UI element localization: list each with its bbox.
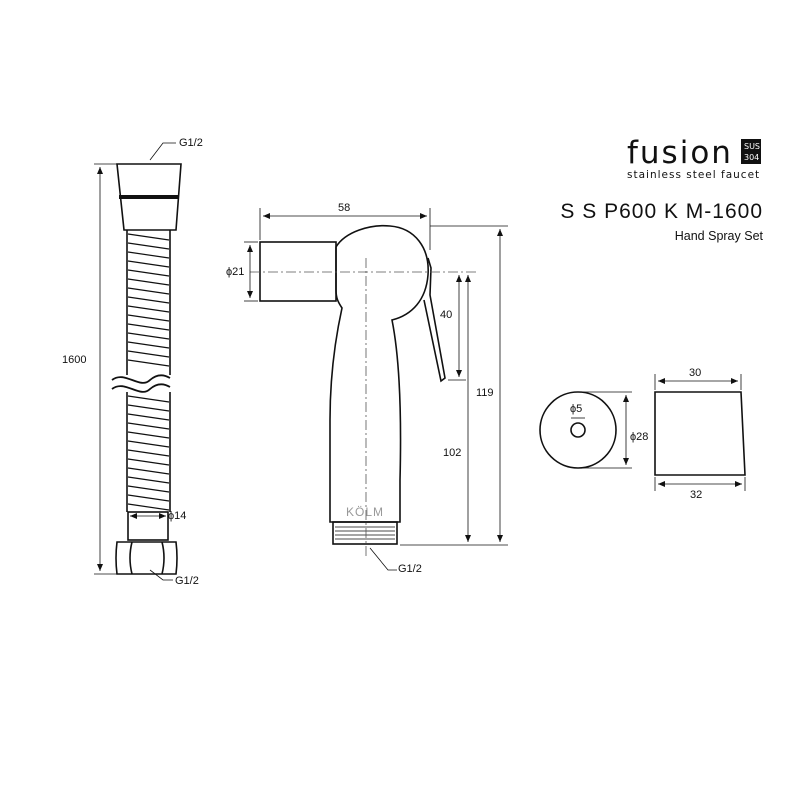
- inlet-diameter-label: ϕ21: [226, 266, 244, 278]
- holder-drawing: ϕ5 ϕ28 30 32: [539, 367, 746, 501]
- hose-top-nut: [116, 163, 182, 231]
- hose-helix-stripe: [127, 341, 170, 349]
- hose-helix-stripe: [127, 431, 170, 439]
- hose-helix-stripe: [127, 314, 170, 322]
- hose-helix-stripe: [127, 278, 170, 286]
- holder-diameter-label: ϕ28: [630, 431, 648, 443]
- hose-helix-stripe: [127, 242, 170, 250]
- hose-helix-stripe: [127, 260, 170, 268]
- spray-thread: [332, 521, 398, 545]
- hose-helix-stripe: [127, 350, 170, 358]
- product-name: Hand Spray Set: [675, 229, 764, 243]
- hose-helix-stripe: [127, 485, 170, 493]
- spray-thread-lines: [335, 526, 395, 540]
- hose-helix-stripe: [127, 269, 170, 277]
- hose-top-thread-label: G1/2: [179, 137, 203, 149]
- spray-head-drawing: KÖLM 58 ϕ21 40 102 119 G1/2: [226, 202, 508, 575]
- hose-tube-upper: [126, 230, 171, 375]
- hose-helix-stripe: [127, 467, 170, 475]
- hose-helix-stripe: [127, 305, 170, 313]
- handle-height-label: 102: [443, 447, 461, 459]
- holder-top-width-label: 30: [689, 367, 701, 379]
- hole-diameter-label: ϕ5: [570, 403, 582, 415]
- spray-thread-leader: [369, 547, 397, 571]
- hose-helix-stripe: [127, 332, 170, 340]
- hose-bottom-leader: [149, 569, 173, 581]
- hose-helix-stripe: [127, 413, 170, 421]
- hose-tube-lower: [126, 392, 171, 512]
- holder-hole: [570, 422, 586, 438]
- brand-tagline: stainless steel faucet: [627, 169, 760, 181]
- spray-inlet: [259, 241, 337, 302]
- hose-helix-stripe: [127, 233, 170, 241]
- hose-helix-upper: [127, 233, 170, 367]
- spray-maker-mark: KÖLM: [346, 505, 384, 519]
- hose-helix-stripe: [127, 440, 170, 448]
- lever-height-label: 40: [440, 309, 452, 321]
- spray-body-outline: [329, 224, 429, 523]
- holder-bottom-width-label: 32: [690, 489, 702, 501]
- hose-helix-stripe: [127, 359, 170, 367]
- hose-helix-stripe: [127, 476, 170, 484]
- badge-bottom-text: 304: [744, 153, 759, 162]
- total-height-label: 119: [476, 387, 494, 399]
- spray-thread-label: G1/2: [398, 563, 422, 575]
- hose-bottom-thread-label: G1/2: [175, 575, 199, 587]
- hose-helix-stripe: [127, 458, 170, 466]
- hose-length-label: 1600: [62, 354, 86, 366]
- spray-width-label: 58: [338, 202, 350, 214]
- hose-collar: [127, 511, 169, 541]
- hose-helix-stripe: [127, 251, 170, 259]
- sus304-badge: [741, 139, 761, 164]
- hose-diameter-label: ϕ14: [168, 510, 186, 522]
- badge-top-text: SUS: [744, 142, 760, 151]
- hose-helix-stripe: [127, 395, 170, 403]
- hose-top-leader: [149, 142, 176, 161]
- hose-break-line-top: [111, 374, 171, 384]
- brand-name: fusion: [627, 135, 733, 171]
- spray-lever: [423, 257, 446, 383]
- hose-bottom-nut: [115, 541, 178, 575]
- hose-break-line-bottom: [111, 383, 171, 393]
- brand-block: fusion SUS 304 stainless steel faucet: [627, 135, 761, 181]
- model-number: S S P600 K M-1600: [560, 200, 763, 223]
- hose-helix-stripe: [127, 449, 170, 457]
- hose-helix-stripe: [127, 503, 170, 511]
- hose-helix-stripe: [127, 494, 170, 502]
- hose-helix-lower: [127, 395, 170, 511]
- hose-helix-stripe: [127, 323, 170, 331]
- holder-side-view: [654, 391, 746, 476]
- hose-helix-stripe: [127, 287, 170, 295]
- hose-helix-stripe: [127, 296, 170, 304]
- hose-helix-stripe: [127, 404, 170, 412]
- hose-nut-facets: [129, 541, 165, 575]
- hose-drawing: G1/2 G1/2 1600 ϕ14: [62, 137, 203, 587]
- hose-helix-stripe: [127, 422, 170, 430]
